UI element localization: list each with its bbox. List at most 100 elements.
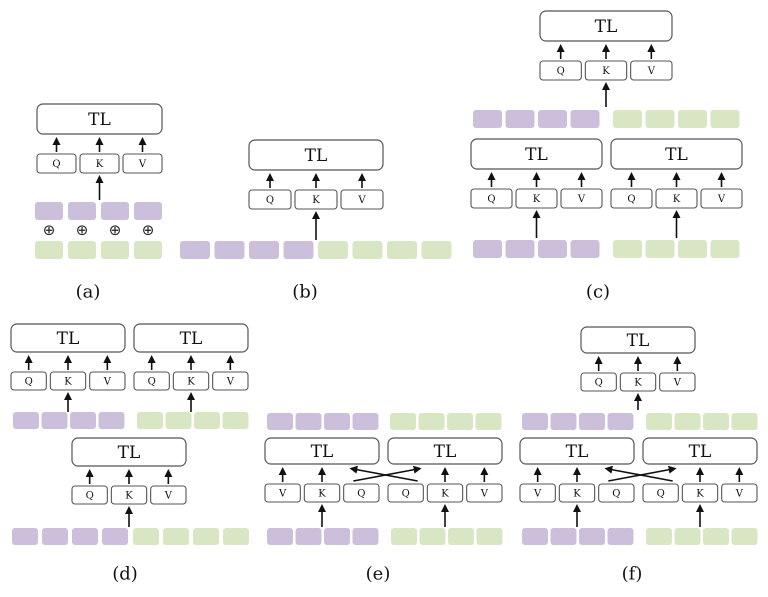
token: [41, 412, 68, 429]
query-projection: Q: [598, 483, 635, 503]
panel-caption: (c): [586, 282, 610, 303]
key-box: [426, 483, 464, 503]
transformer-layer: TL: [10, 323, 126, 353]
token: [13, 412, 39, 429]
key-box: [79, 153, 120, 174]
query-projection: Q: [10, 371, 47, 391]
key-label: K: [64, 377, 72, 388]
transformer-layer-box: [610, 138, 743, 170]
transformer-layer-box: [470, 138, 603, 170]
green-token-row-upper: [613, 110, 740, 128]
token: [68, 241, 96, 259]
value-label: V: [226, 377, 235, 388]
value-projection: V: [659, 372, 696, 392]
cross-arrow-icon: [349, 465, 418, 482]
value-label: V: [533, 489, 542, 500]
query-label: Q: [52, 159, 60, 170]
token: [102, 528, 128, 545]
token: [731, 413, 758, 430]
token: [473, 240, 502, 258]
token: [710, 240, 740, 258]
cross-arrows: [604, 465, 677, 482]
query-projection: Q: [343, 483, 380, 503]
transformer-layer-label: TL: [305, 146, 328, 166]
value-box: [150, 485, 187, 505]
panel-caption: (d): [112, 564, 138, 585]
green-token-row-lower: [391, 528, 503, 545]
green-token-row-upper: [137, 412, 249, 429]
query-box: [10, 371, 47, 391]
purple-token-row: [180, 241, 314, 259]
token: [476, 528, 503, 545]
token: [387, 241, 417, 259]
query-label: Q: [86, 491, 94, 502]
token: [42, 528, 68, 545]
key-box: [303, 483, 341, 503]
transformer-layer-label: TL: [665, 145, 688, 165]
key-box: [49, 371, 87, 391]
token: [607, 528, 634, 545]
key-label: K: [602, 66, 610, 77]
token: [133, 528, 159, 545]
transformer-layer: TL: [539, 10, 673, 42]
add-icon: ⊕: [109, 221, 122, 239]
value-projection: V: [466, 483, 503, 503]
query-label: Q: [148, 377, 156, 388]
query-projection: Q: [133, 371, 170, 391]
query-box: [71, 485, 108, 505]
transformer-layer-label: TL: [595, 17, 618, 37]
token: [180, 241, 210, 259]
token: [352, 241, 383, 259]
transformer-layer-label: TL: [689, 442, 712, 462]
value-label: V: [103, 377, 112, 388]
transformer-layer-box: [519, 437, 635, 465]
transformer-layer-label: TL: [57, 329, 80, 349]
token: [249, 241, 279, 259]
token: [295, 413, 322, 430]
key-box: [681, 483, 719, 503]
token: [163, 528, 189, 545]
token: [35, 241, 63, 259]
value-label: V: [278, 489, 287, 500]
query-label: Q: [612, 489, 620, 500]
key-box: [558, 483, 596, 503]
green-token-row-lower: [133, 528, 249, 545]
token: [324, 528, 350, 545]
token: [295, 528, 322, 545]
key-projection: K: [110, 485, 148, 505]
token: [324, 413, 350, 430]
purple-token-row-lower: [12, 528, 128, 545]
value-label: V: [647, 66, 656, 77]
purple-token-row-lower: [473, 240, 600, 258]
query-label: Q: [25, 377, 33, 388]
value-projection: V: [560, 188, 603, 209]
transformer-layer: TL: [264, 437, 380, 465]
token: [134, 202, 162, 220]
value-box: [212, 371, 249, 391]
token: [678, 240, 707, 258]
transformer-layer-box: [10, 323, 126, 353]
value-projection: V: [340, 189, 384, 210]
value-projection: V: [519, 483, 556, 503]
key-label: K: [696, 489, 704, 500]
query-label: Q: [357, 489, 365, 500]
key-projection: K: [681, 483, 719, 503]
query-box: [387, 483, 424, 503]
token: [98, 412, 125, 429]
add-icon: ⊕: [76, 221, 89, 239]
value-box: [340, 189, 384, 210]
transformer-layer-box: [248, 139, 384, 171]
token: [223, 528, 249, 545]
transformer-layer: TL: [36, 103, 163, 135]
transformer-layer: TL: [580, 326, 696, 354]
key-projection: K: [655, 188, 698, 209]
token: [68, 202, 96, 220]
token: [570, 240, 600, 258]
token: [505, 110, 535, 128]
value-label: V: [138, 159, 147, 170]
panel-caption: (b): [292, 282, 318, 303]
green-token-row-upper: [390, 413, 502, 430]
